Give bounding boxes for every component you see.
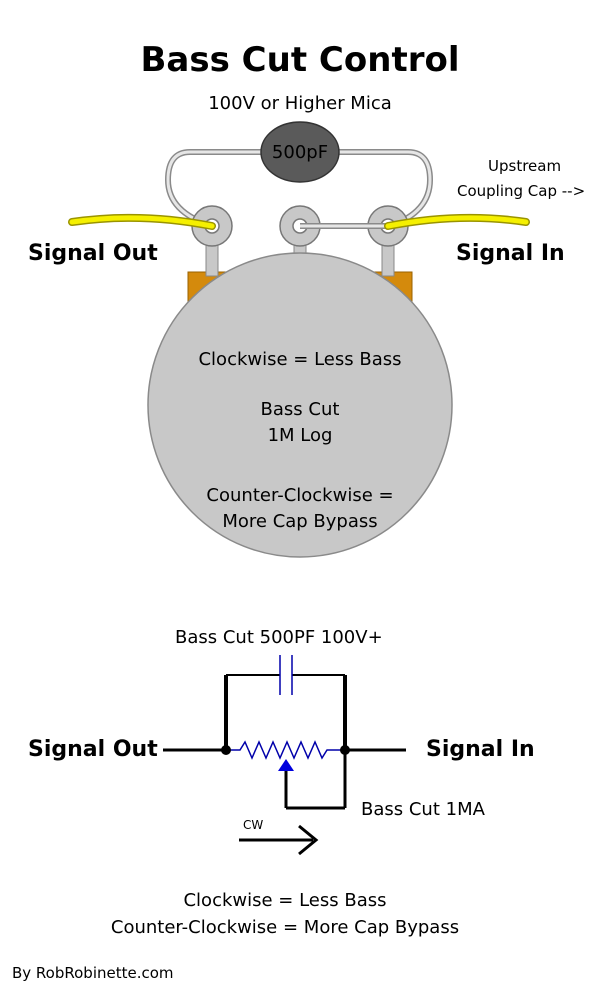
footer-credit: By RobRobinette.com [12, 964, 174, 982]
pot-ccw-line2: More Cap Bypass [222, 511, 378, 532]
pot-name-text: Bass Cut [260, 399, 340, 420]
note-counter-clockwise: Counter-Clockwise = More Cap Bypass [110, 917, 460, 938]
cw-label: CW [243, 818, 264, 832]
schematic-cap-label: Bass Cut 500PF 100V+ [175, 627, 383, 648]
upstream-note-line1: Upstream [488, 157, 562, 175]
capacitor-lead-right-inner [338, 150, 432, 228]
schematic-resistor [226, 740, 345, 760]
schematic-wiper-arrow [278, 759, 294, 771]
capacitor-rating: 100V or Higher Mica [208, 93, 392, 114]
schematic-signal-out-label: Signal Out [28, 737, 158, 762]
cw-arrow-head [298, 824, 319, 856]
pot-value-text: 1M Log [267, 425, 333, 446]
capacitor-lead-left-inner [166, 150, 262, 228]
upstream-note-line2: Coupling Cap --> [457, 182, 586, 200]
schematic-signal-in-label: Signal In [426, 737, 535, 762]
signal-in-label: Signal In [456, 241, 565, 266]
junction-left [221, 745, 231, 755]
capacitor-body [260, 121, 340, 183]
capacitor-value-label: 500pF [271, 142, 329, 163]
pot-ccw-line1: Counter-Clockwise = [206, 485, 394, 506]
schematic-pot-label: Bass Cut 1MA [361, 799, 485, 820]
pot-body [147, 252, 453, 558]
pot-clockwise-text: Clockwise = Less Bass [198, 349, 402, 370]
note-clockwise: Clockwise = Less Bass [183, 890, 387, 911]
signal-out-label: Signal Out [28, 241, 158, 266]
diagram-title: Bass Cut Control [140, 40, 460, 80]
